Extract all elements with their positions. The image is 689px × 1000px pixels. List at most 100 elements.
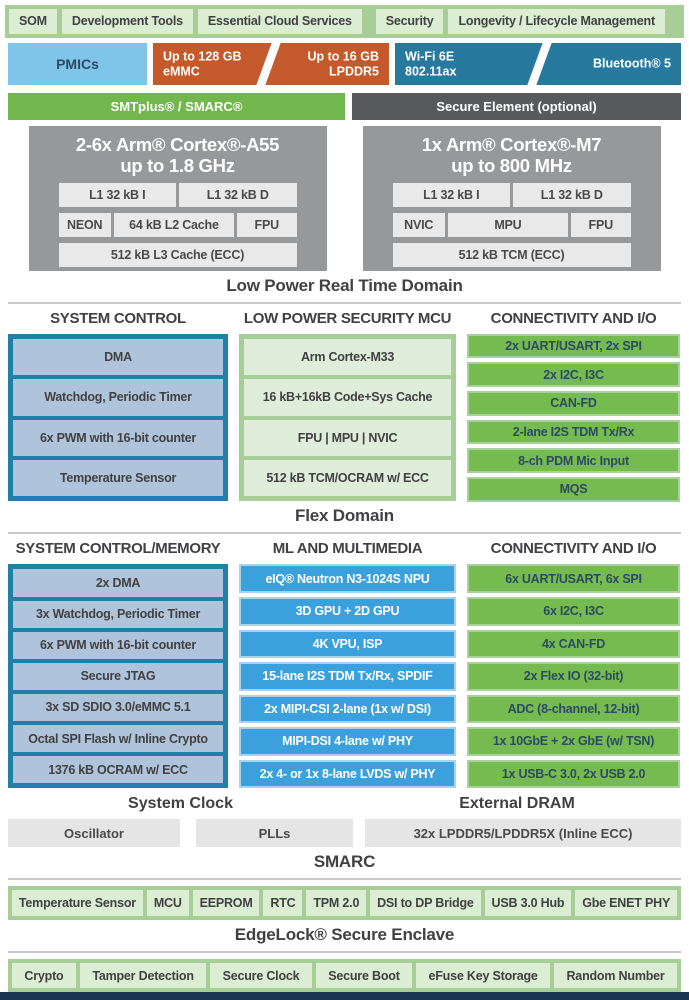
- cortex-m7-block: 1x Arm® Cortex®-M7 up to 800 MHz L1 32 k…: [362, 125, 661, 271]
- ml-multimedia-heading: ML AND MULTIMEDIA: [272, 540, 423, 558]
- connectivity-heading: CONNECTIVITY AND I/O: [490, 309, 657, 327]
- system-clock-heading: System Clock: [128, 795, 233, 813]
- enclave-band: Crypto Tamper Detection Secure Clock Sec…: [8, 959, 681, 993]
- ml-cell: 2x 4- or 1x 8-lane LVDS w/ PHY: [239, 759, 456, 789]
- smarc-item: EEPROM: [192, 890, 260, 917]
- mcu-cell: 16 kB+16kB Code+Sys Cache: [244, 379, 451, 416]
- m33-section-columns: DMA Watchdog, Periodic Timer 6x PWM with…: [8, 333, 681, 502]
- m33-section-headings: SYSTEM CONTROL LOW POWER SECURITY MCU CO…: [8, 310, 681, 330]
- hardware-row: PMICs Up to 128 GB eMMC Up to 16 GB LPDD…: [8, 42, 681, 85]
- system-control-heading: SYSTEM CONTROL: [50, 309, 186, 327]
- l1-dcache-cell: L1 32 kB D: [179, 183, 297, 208]
- pmics-block: PMICs: [8, 42, 147, 85]
- bluetooth-label: Bluetooth® 5: [593, 56, 671, 71]
- control-cell: 1376 kB OCRAM w/ ECC: [13, 756, 223, 784]
- l2-cache-cell: 64 kB L2 Cache: [113, 213, 234, 238]
- flex-section-columns: 2x DMA 3x Watchdog, Periodic Timer 6x PW…: [8, 564, 681, 789]
- footer-bar: [0, 992, 689, 1000]
- io-cell: 6x I2C, I3C: [467, 596, 680, 626]
- section-divider: [8, 301, 681, 304]
- cpu-title: 1x Arm® Cortex®-M7 up to 800 MHz: [421, 133, 602, 176]
- io-cell: MQS: [467, 476, 680, 502]
- security-mcu-heading: LOW POWER SECURITY MCU: [243, 309, 452, 327]
- l3-cache-cell: 512 kB L3 Cache (ECC): [58, 243, 297, 268]
- smarc-item: Gbe ENET PHY: [575, 890, 678, 917]
- smarc-item: DSI to DP Bridge: [370, 890, 481, 917]
- ml-cell: MIPI-DSI 4-lane w/ PHY: [239, 727, 456, 756]
- band-item-security: Security: [375, 8, 444, 34]
- control-cell: 6x PWM with 16-bit counter: [13, 631, 223, 659]
- system-control-memory-frame: 2x DMA 3x Watchdog, Periodic Timer 6x PW…: [8, 564, 228, 789]
- cpu-title: 2-6x Arm® Cortex®-A55 up to 1.8 GHz: [75, 133, 280, 176]
- enclave-item: Random Number: [554, 963, 678, 989]
- io-cell: 2-lane I2S TDM Tx/Rx: [467, 419, 680, 445]
- ml-cell: 4K VPU, ISP: [239, 629, 456, 659]
- cortex-a55-block: 2-6x Arm® Cortex®-A55 up to 1.8 GHz L1 3…: [28, 125, 327, 271]
- enclave-item: Tamper Detection: [79, 963, 207, 989]
- control-cell: 2x DMA: [13, 569, 223, 597]
- module-row: SMTplus® / SMARC® Secure Element (option…: [8, 92, 681, 120]
- section-divider: [8, 951, 681, 954]
- connectivity-heading: CONNECTIVITY AND I/O: [490, 540, 657, 558]
- mpu-cell: MPU: [447, 213, 568, 238]
- cpu-subblocks: L1 32 kB I L1 32 kB D NEON 64 kB L2 Cach…: [58, 183, 297, 268]
- ml-cell: 3D GPU + 2D GPU: [239, 596, 456, 626]
- control-cell: Temperature Sensor: [13, 460, 223, 497]
- memory-block: Up to 128 GB eMMC Up to 16 GB LPDDR5: [153, 42, 389, 85]
- oscillator-cell: Oscillator: [8, 819, 180, 848]
- control-cell: DMA: [13, 338, 223, 376]
- neon-cell: NEON: [58, 213, 111, 238]
- edgelock-heading: EdgeLock® Secure Enclave: [234, 925, 455, 945]
- fpu-cell: FPU: [571, 213, 631, 238]
- l1-icache-cell: L1 32 kB I: [392, 183, 510, 208]
- ml-multimedia-stack: eIQ® Neutron N3-1024S NPU 3D GPU + 2D GP…: [239, 564, 456, 789]
- l1-icache-cell: L1 32 kB I: [58, 183, 176, 208]
- ecosystem-band: SOM Development Tools Essential Cloud Se…: [5, 5, 684, 38]
- wifi-label: Wi-Fi 6E 802.11ax: [405, 49, 457, 78]
- smarc-heading: SMARC: [313, 852, 376, 872]
- control-cell: 3x Watchdog, Periodic Timer: [13, 600, 223, 628]
- control-cell: 3x SD SDIO 3.0/eMMC 5.1: [13, 693, 223, 721]
- flex-section-headings: SYSTEM CONTROL/MEMORY ML AND MULTIMEDIA …: [8, 540, 681, 560]
- io-cell: 4x CAN-FD: [467, 629, 680, 659]
- lpddr-cell: 32x LPDDR5/LPDDR5X (Inline ECC): [365, 819, 681, 848]
- ml-cell: 15-lane I2S TDM Tx/Rx, SPDIF: [239, 662, 456, 691]
- io-cell: ADC (8-channel, 12-bit): [467, 694, 680, 724]
- diagonal-divider: [526, 42, 553, 85]
- io-cell: 1x USB-C 3.0, 2x USB 2.0: [467, 759, 680, 789]
- enclave-item: eFuse Key Storage: [416, 963, 551, 989]
- mcu-cell: FPU | MPU | NVIC: [244, 419, 451, 457]
- system-control-memory-heading: SYSTEM CONTROL/MEMORY: [15, 540, 221, 558]
- control-cell: Secure JTAG: [13, 662, 223, 690]
- plls-cell: PLLs: [196, 819, 353, 848]
- connectivity-stack: 2x UART/USART, 2x SPI 2x I2C, I3C CAN-FD…: [467, 333, 680, 502]
- l1-dcache-cell: L1 32 kB D: [513, 183, 631, 208]
- io-cell: 2x Flex IO (32-bit): [467, 662, 680, 691]
- ml-cell: 2x MIPI-CSI 2-lane (1x w/ DSI): [239, 694, 456, 724]
- smarc-item: MCU: [146, 890, 189, 917]
- security-mcu-frame: Arm Cortex-M33 16 kB+16kB Code+Sys Cache…: [239, 333, 456, 502]
- io-cell: 1x 10GbE + 2x GbE (w/ TSN): [467, 727, 680, 756]
- diagonal-divider: [255, 42, 282, 85]
- enclave-item: Crypto: [12, 963, 76, 989]
- flex-domain-heading: Flex Domain: [295, 506, 394, 526]
- mcu-cell: Arm Cortex-M33: [244, 338, 451, 376]
- io-cell: 2x I2C, I3C: [467, 362, 680, 387]
- section-divider: [8, 878, 681, 881]
- fpu-cell: FPU: [237, 213, 297, 238]
- emmc-label: Up to 128 GB eMMC: [163, 49, 242, 78]
- cpu-row: 2-6x Arm® Cortex®-A55 up to 1.8 GHz L1 3…: [0, 125, 689, 271]
- io-cell: 8-ch PDM Mic Input: [467, 448, 680, 473]
- system-control-frame: DMA Watchdog, Periodic Timer 6x PWM with…: [8, 333, 228, 502]
- control-cell: 6x PWM with 16-bit counter: [13, 419, 223, 457]
- external-dram-heading: External DRAM: [459, 795, 575, 813]
- control-cell: Octal SPI Flash w/ Inline Crypto: [13, 724, 223, 753]
- tcm-cell: 512 kB TCM (ECC): [392, 243, 631, 268]
- control-cell: Watchdog, Periodic Timer: [13, 379, 223, 416]
- section-divider: [8, 532, 681, 535]
- smarc-item: Temperature Sensor: [12, 890, 143, 917]
- io-cell: 6x UART/USART, 6x SPI: [467, 564, 680, 593]
- enclave-item: Secure Clock: [210, 963, 312, 989]
- smtplus-smarc-block: SMTplus® / SMARC®: [8, 92, 345, 120]
